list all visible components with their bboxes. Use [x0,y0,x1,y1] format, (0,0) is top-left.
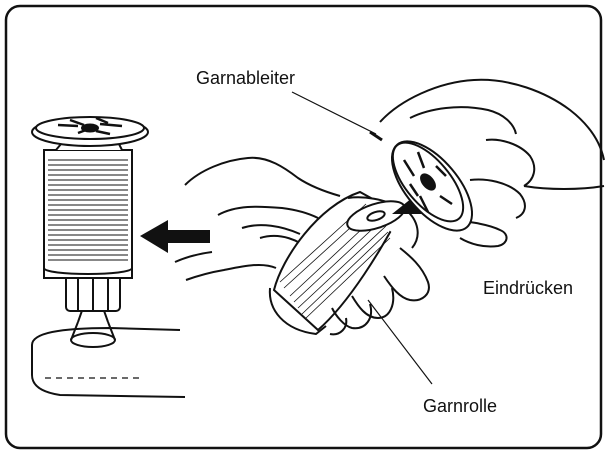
direction-arrow [140,220,210,253]
label-eindruecken: Eindrücken [483,278,573,299]
label-garnableiter: Garnableiter [196,68,295,89]
hand-with-spool [175,158,429,335]
spool-on-pin [32,117,185,397]
label-garnrolle: Garnrolle [423,396,497,417]
